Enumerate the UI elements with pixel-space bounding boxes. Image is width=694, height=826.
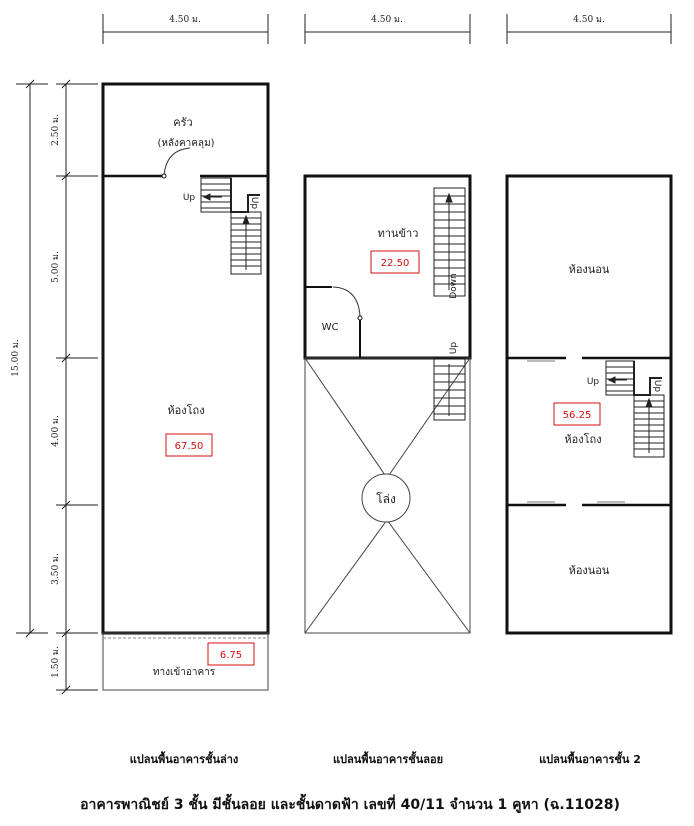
stair-up-label-1: Up <box>183 193 196 203</box>
hall-label: ห้องโถง <box>167 403 204 417</box>
depth-dimension-lines <box>16 83 98 691</box>
mezzanine-stair-down <box>433 187 466 297</box>
kitchen-label: ครัว <box>173 116 192 129</box>
hall-area-box <box>553 402 601 426</box>
stair-up-label-2: Up <box>249 197 259 210</box>
hall-area: 56.25 <box>563 410 592 421</box>
dining-area-box <box>370 250 420 274</box>
bedroom-back-label: ห้องนอน <box>569 564 610 577</box>
entrance-area-box <box>207 642 255 666</box>
second-stair <box>605 360 665 458</box>
entrance-area-outline <box>102 632 269 691</box>
stair-up-label-1: Up <box>587 377 600 387</box>
depth-segment-1: 2.50 ม. <box>51 114 61 146</box>
dining-label: ทานข้าว <box>378 227 419 240</box>
depth-segment-3: 4.00 ม. <box>51 415 61 447</box>
ground-floor-caption: แปลนพื้นอาคารชั้นล่าง <box>130 751 239 766</box>
stair-down-label: Down <box>449 273 459 299</box>
stair-up-label: Up <box>449 342 459 355</box>
wc-label: WC <box>322 322 339 333</box>
ground-floor-plan: ครัว (หลังคาคลุม) Up Up ห้องโถง 67.50 6.… <box>101 82 270 691</box>
second-floor-plan: Up Up ห้องนอน 56.25 ห้องโถง ห้องนอน <box>505 174 673 635</box>
void-label: โล่ง <box>376 492 396 506</box>
width-dimension-ground <box>102 14 269 44</box>
second-floor-caption: แปลนพื้นอาคารชั้น 2 <box>539 751 641 766</box>
hall-area: 67.50 <box>175 441 204 452</box>
void-circle <box>361 473 411 523</box>
bedroom-front-label: ห้องนอน <box>569 263 610 276</box>
width-dimension-mezzanine <box>304 14 471 44</box>
mezzanine-plan: โล่ง WC Down Up ทานข้าว <box>303 174 472 634</box>
hall-area-box <box>165 433 213 457</box>
depth-segment-2: 5.00 ม. <box>51 251 61 283</box>
dining-area: 22.50 <box>381 258 410 269</box>
depth-segment-4: 3.50 ม. <box>51 553 61 585</box>
depth-segment-5: 1.50 ม. <box>51 646 61 678</box>
stair-up-label-2: Up <box>652 380 662 393</box>
mezzanine-stair-up <box>433 357 466 421</box>
kitchen-note: (หลังคาคลุม) <box>157 138 214 149</box>
depth-total-label: 15.00 ม. <box>11 339 21 377</box>
drawing-title: อาคารพาณิชย์ 3 ชั้น มีชั้นลอย และชั้นดาด… <box>80 793 620 813</box>
depth-dimension-ticks <box>25 79 71 695</box>
entrance-area: 6.75 <box>220 650 242 661</box>
width-label-mezzanine: 4.50 ม. <box>371 15 403 25</box>
entrance-label: ทางเข้าอาคาร <box>153 666 216 678</box>
width-label-second: 4.50 ม. <box>573 15 605 25</box>
width-label-ground: 4.50 ม. <box>169 15 201 25</box>
mezzanine-caption: แปลนพื้นอาคารชั้นลอย <box>333 751 443 766</box>
width-dimension-second <box>506 14 672 44</box>
hall-label: ห้องโถง <box>564 432 601 446</box>
ground-stair <box>200 177 262 275</box>
